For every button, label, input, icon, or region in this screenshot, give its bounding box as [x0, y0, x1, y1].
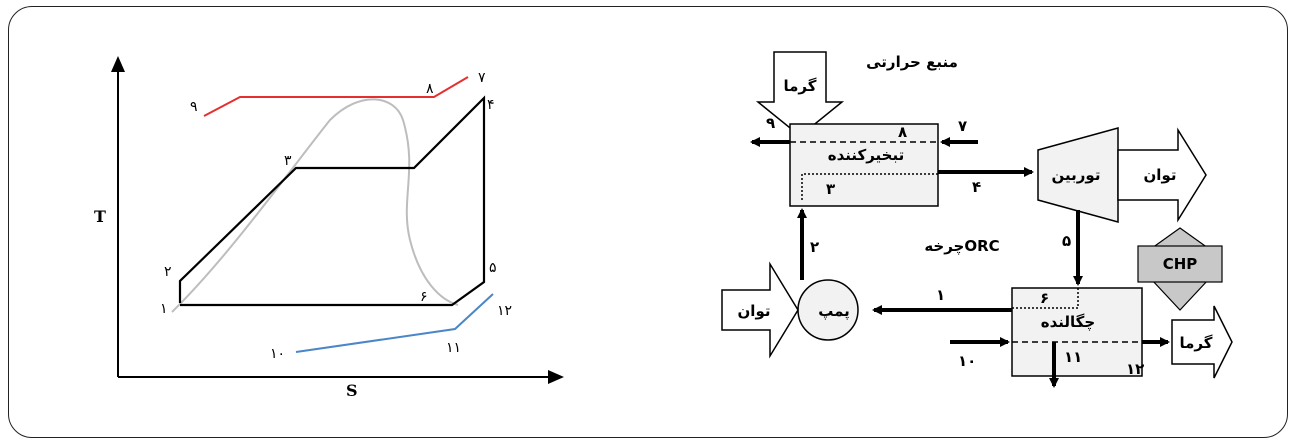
stream-label-4: ۴	[972, 178, 981, 196]
stream-label-3: ۳	[826, 180, 835, 198]
ts-point-5: ۵	[489, 260, 497, 276]
heat-in-label: گرما	[784, 77, 817, 95]
saturation-dome	[171, 98, 459, 313]
chp-box	[1137, 245, 1223, 283]
s-axis-label: S	[346, 381, 358, 400]
ts-point-12: ۱۲	[497, 303, 512, 319]
t-axis-label: T	[94, 207, 106, 226]
stream-label-6: ۶	[1040, 289, 1049, 307]
evaporator-dotted	[801, 173, 938, 200]
ts-point-9: ۹	[190, 99, 198, 115]
heat-source-line	[203, 76, 469, 117]
ts-point-2: ۲	[164, 264, 172, 280]
pump-label: پمپ	[818, 302, 850, 321]
ts-point-10: ۱۰	[270, 346, 285, 362]
heat-out-label: گرما	[1180, 334, 1213, 352]
heat-source-title: منبع حرارتی	[866, 53, 958, 71]
heat-out-arrow	[1171, 305, 1233, 379]
evaporator-box	[789, 123, 939, 207]
ts-diagram: T S ۱ ۲ ۳ ۴ ۵ ۶ ۷ ۸ ۹ ۱۰ ۱۱ ۱۲	[94, 56, 564, 400]
ts-point-7: ۷	[478, 70, 486, 86]
stream-label-1: ۱	[936, 286, 945, 304]
stream-label-5: ۵	[1062, 232, 1071, 250]
figure-frame	[8, 6, 1288, 438]
chp-label: CHP	[1163, 255, 1198, 273]
evaporator-label: تبخیرکننده	[828, 146, 905, 164]
turbine-shape	[1037, 127, 1119, 223]
stream-label-10: ۱۰	[958, 352, 976, 370]
ts-point-8: ۸	[426, 81, 434, 97]
ts-point-1: ۱	[160, 301, 168, 317]
ts-point-4: ۴	[487, 97, 495, 113]
stream-label-2: ۲	[810, 238, 819, 256]
stream-label-12: ۱۲	[1126, 360, 1144, 378]
power-out-arrow	[1117, 127, 1207, 223]
stream-label-11: ۱۱	[1064, 348, 1082, 366]
s-axis-arrow	[548, 370, 564, 384]
t-axis-arrow	[111, 56, 125, 72]
condenser-box	[1011, 287, 1143, 377]
stream-label-8: ۸	[898, 123, 907, 141]
ts-point-3: ۳	[284, 153, 292, 169]
orc-schematic: منبع حرارتی گرما تبخیرکننده توربین توان …	[721, 51, 1233, 388]
power-in-arrow	[721, 261, 799, 359]
orc-cycle-label: ORCچرخه	[924, 237, 999, 256]
condenser-label: چگالنده	[1041, 313, 1095, 332]
heat-source-arrow	[755, 51, 845, 137]
orc-cycle-line	[178, 95, 486, 307]
cooling-water-line	[295, 293, 494, 353]
turbine-label: توربین	[1052, 166, 1101, 184]
ts-point-6: ۶	[420, 289, 428, 305]
power-in-label: توان	[738, 302, 771, 320]
stream-label-7: ۷	[958, 117, 967, 135]
condenser-dotted	[1012, 288, 1079, 309]
power-out-label: توان	[1144, 166, 1177, 184]
ts-point-11: ۱۱	[446, 340, 461, 356]
stream-label-9: ۹	[766, 114, 775, 132]
